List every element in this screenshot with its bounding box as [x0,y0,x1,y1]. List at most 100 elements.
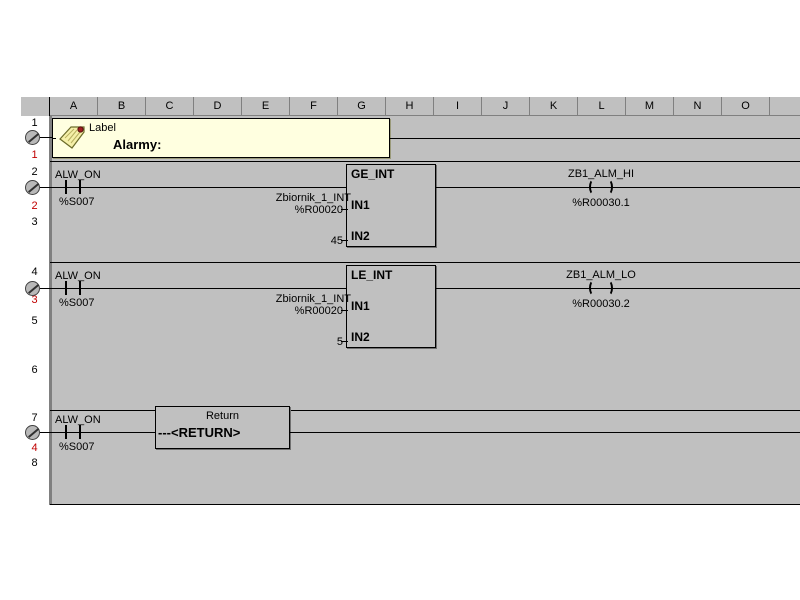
column-header-h[interactable]: H [386,97,434,116]
contact-name: ALW_ON [55,270,101,282]
normally-open-contact[interactable] [63,425,85,439]
row-number: 7 [31,412,38,424]
ladder-canvas[interactable]: 1 2 3 4 5 6 7 8 1 2 3 4 [21,116,800,505]
rung-separator [50,262,800,263]
rung-wire [436,288,800,289]
operand-constant: 5 [336,336,343,348]
rung-wire [390,138,800,139]
rung-number: 1 [31,149,38,161]
column-header-k[interactable]: K [530,97,578,116]
function-block-title: LE_INT [351,268,393,282]
function-block-title: Return [205,410,240,422]
rung-wire [290,432,800,433]
header-corner [21,97,50,116]
row-number: 5 [31,315,38,327]
coil-paren-left [589,179,598,195]
function-block-pin-in2: IN2 [351,330,370,344]
rung-disabled-icon[interactable] [25,130,40,145]
column-header-j[interactable]: J [482,97,530,116]
rung-number: 2 [31,200,38,212]
contact-address: %S007 [59,297,95,309]
operand-constant: 45 [330,235,343,247]
rung-separator [50,504,800,505]
function-block-le-int[interactable]: LE_INT IN1 IN2 [346,265,436,348]
label-comment-box[interactable]: Label Alarmy: [52,118,390,158]
pin-stub-in2 [341,240,348,241]
pin-stub-in1 [341,209,348,210]
function-block-return[interactable]: Return ---<RETURN> [155,406,290,449]
rung-wire [52,288,346,289]
column-header-m[interactable]: M [626,97,674,116]
output-coil[interactable] [589,280,613,296]
coil-address: %R00030.1 [572,197,630,209]
column-header-b[interactable]: B [98,97,146,116]
tag-icon [57,122,87,152]
normally-open-contact[interactable] [63,180,85,194]
contact-bar-right [79,425,81,439]
contact-bar-left [65,180,67,194]
contact-bar-right [79,281,81,295]
function-block-ge-int[interactable]: GE_INT IN1 IN2 [346,164,436,247]
rung-disabled-icon[interactable] [25,281,40,296]
rung-wire [52,138,56,139]
rung-disabled-icon[interactable] [25,180,40,195]
label-box-caption: Label [89,122,116,134]
column-header-f[interactable]: F [290,97,338,116]
column-header-d[interactable]: D [194,97,242,116]
power-rail-segment [49,116,52,162]
rung-wire [436,187,800,188]
row-number: 4 [31,266,38,278]
row-number: 1 [31,117,38,129]
column-header-n[interactable]: N [674,97,722,116]
rung-separator [50,161,800,162]
coil-paren-right [604,179,613,195]
function-block-title: GE_INT [351,167,395,181]
power-rail-segment [49,263,52,411]
column-header-e[interactable]: E [242,97,290,116]
function-block-pin-in1: IN1 [351,198,370,212]
pin-stub-in1 [341,310,348,311]
rung-disabled-icon[interactable] [25,425,40,440]
rung-wire [52,432,155,433]
operand-address: %R00020 [294,305,343,317]
contact-name: ALW_ON [55,414,101,426]
rung-number: 4 [31,442,38,454]
marker-stub [40,187,52,188]
column-header-ruler: A B C D E F G H I J K L M N O [21,96,800,116]
contact-bar-left [65,281,67,295]
operand-variable-name: Zbiornik_1_INT [275,192,351,204]
coil-address: %R00030.2 [572,298,630,310]
power-rail-segment [49,411,52,505]
marker-stub [40,137,52,138]
coil-paren-left [589,280,598,296]
function-block-pin-in1: IN1 [351,299,370,313]
row-number: 2 [31,166,38,178]
output-coil[interactable] [589,179,613,195]
contact-name: ALW_ON [55,169,101,181]
rung-number: 3 [31,294,38,306]
row-number: 3 [31,216,38,228]
column-header-l[interactable]: L [578,97,626,116]
contact-address: %S007 [59,441,95,453]
row-number: 6 [31,364,38,376]
column-header-a[interactable]: A [50,97,98,116]
column-header-i[interactable]: I [434,97,482,116]
column-header-o[interactable]: O [722,97,770,116]
marker-stub [40,288,52,289]
contact-bar-right [79,180,81,194]
contact-bar-left [65,425,67,439]
function-block-body: ---<RETURN> [158,425,241,440]
normally-open-contact[interactable] [63,281,85,295]
function-block-pin-in2: IN2 [351,229,370,243]
label-box-text: Alarmy: [113,137,162,152]
power-rail-segment [49,162,52,263]
row-number: 8 [31,457,38,469]
column-header-c[interactable]: C [146,97,194,116]
contact-address: %S007 [59,196,95,208]
operand-variable-name: Zbiornik_1_INT [275,293,351,305]
column-header-g[interactable]: G [338,97,386,116]
rung-wire [52,187,346,188]
coil-name: ZB1_ALM_LO [566,269,636,281]
coil-name: ZB1_ALM_HI [567,168,635,180]
